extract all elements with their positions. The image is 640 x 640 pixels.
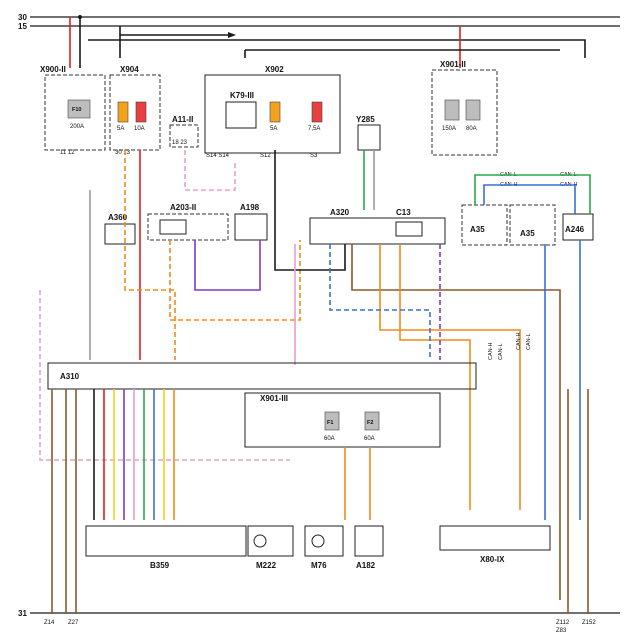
x904-label: X904: [120, 65, 139, 74]
x900-block: X900-II F10 200A 11 12: [40, 65, 106, 156]
y285-block: Y285: [356, 115, 381, 210]
fuse-f10-label: F10: [72, 107, 81, 113]
a310-block: A310: [47, 362, 477, 390]
a182-block: A182: [354, 525, 384, 570]
svg-text:18 23: 18 23: [172, 140, 188, 146]
svg-text:S12: S12: [260, 153, 271, 159]
ground-z14: Z14: [44, 620, 55, 626]
x902-block: X902 K79-III 5A 7,5A S14 S14 S12 S3: [204, 65, 341, 159]
fuse-f2-label: F2: [367, 420, 373, 426]
a360-block: A360: [104, 213, 136, 245]
a11-label: A11-II: [172, 115, 193, 124]
ground-z83: Z83: [556, 628, 567, 634]
can-h-mid-2: CAN-H: [516, 333, 522, 350]
x901-top-block: X901-II 150A 80A: [431, 60, 498, 156]
fuse-f2-rating: 60A: [364, 436, 375, 442]
k79-label: K79-III: [230, 91, 254, 100]
rail-31-label: 31: [18, 609, 27, 618]
x901-top-label: X901-II: [440, 60, 466, 69]
fuse-f437-rating: 5A: [270, 126, 277, 132]
a360-label: A360: [108, 213, 128, 222]
x902-label: X902: [265, 65, 284, 74]
a198-label: A198: [240, 203, 260, 212]
a35-label-2: A35: [520, 229, 535, 238]
x901-mid-block: X901-III F1 F2 60A 60A: [244, 392, 441, 448]
a182-label: A182: [356, 561, 376, 570]
a310-label: A310: [60, 372, 80, 381]
y285-label: Y285: [356, 115, 375, 124]
x901-mid-label: X901-III: [260, 394, 288, 403]
a320-label: A320: [330, 208, 350, 217]
a203-block: A203-II: [147, 203, 229, 241]
a35-block: CAN-L CAN-H CAN-L CAN-H A35 A35 A246: [461, 172, 594, 246]
svg-text:S14 S14: S14 S14: [206, 153, 230, 159]
svg-text:S3: S3: [310, 153, 318, 159]
a35-label-1: A35: [470, 225, 485, 234]
fuse-f432-rating: 7,5A: [308, 126, 320, 132]
a320-block: A320 C13: [309, 208, 446, 245]
rail-30-label: 30: [18, 13, 27, 22]
can-l-mid-2: CAN-L: [526, 333, 532, 350]
ground-z112: Z112: [556, 620, 570, 626]
fuse-f10-rating: 200A: [70, 124, 84, 130]
ground-z27: Z27: [68, 620, 79, 626]
c13-label: C13: [396, 208, 411, 217]
fuse-f1-rating: 60A: [324, 436, 335, 442]
m222-block: M222: [247, 525, 294, 570]
fuse-f7-rating: 150A: [442, 126, 456, 132]
svg-text:11 12: 11 12: [60, 150, 75, 156]
fuse-f30-rating: 5A: [117, 126, 124, 132]
b359-block: B359: [85, 525, 247, 570]
fuse-f1-label: F1: [327, 420, 333, 426]
m222-label: M222: [256, 561, 277, 570]
top-feeds: [69, 17, 586, 68]
b359-label: B359: [150, 561, 170, 570]
a11-block: A11-II 18 23: [169, 115, 199, 148]
fuse-f313-rating: 10A: [134, 126, 145, 132]
a203-label: A203-II: [170, 203, 196, 212]
can-h-mid: CAN-H: [488, 343, 494, 360]
rails: 30 15 31: [18, 13, 620, 618]
mid-wiring: CAN-H CAN-L CAN-H CAN-L: [39, 150, 581, 600]
ground-z152: Z152: [582, 620, 596, 626]
lower-wiring: [51, 389, 589, 613]
m76-block: M76: [304, 525, 344, 570]
svg-text:30 13: 30 13: [115, 150, 131, 156]
rail-15-label: 15: [18, 22, 27, 31]
m76-label: M76: [311, 561, 327, 570]
a246-label: A246: [565, 225, 585, 234]
ground-labels: Z14 Z27 Z112 Z83 Z152: [44, 620, 596, 634]
a198-block: A198: [234, 203, 268, 241]
x80-label: X80-IX: [480, 555, 505, 564]
x80-block: X80-IX: [439, 525, 551, 564]
x900-label: X900-II: [40, 65, 66, 74]
fuse-f8-rating: 80A: [466, 126, 477, 132]
x904-block: X904 5A 10A 30 13: [109, 65, 161, 156]
can-l-mid: CAN-L: [498, 343, 504, 360]
